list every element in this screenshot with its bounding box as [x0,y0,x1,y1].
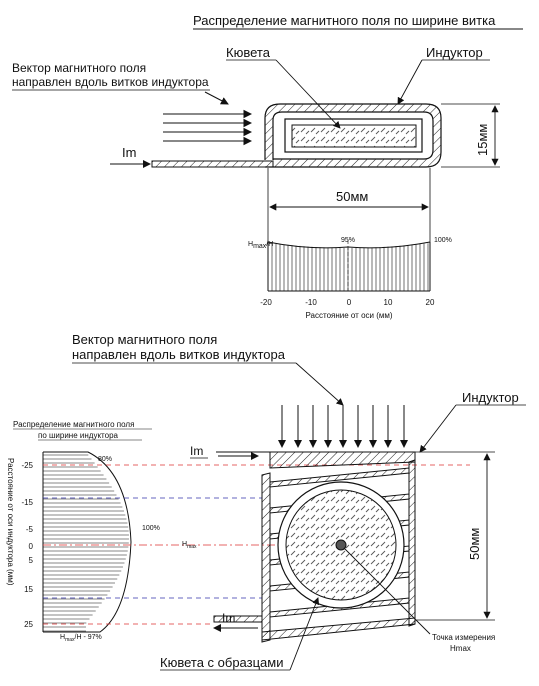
bottom-point-line1: Точка измерения [432,633,495,642]
top-edge-pct: 100% [434,237,452,244]
bottom-top-pct: 80% [98,456,112,463]
top-title: Распределение магнитного поля по ширине … [193,13,496,28]
top-inductor-pointer [397,59,423,105]
top-x-ticks: -20 -10 0 10 20 [260,298,435,307]
bottom-field-vector-line2: направлен вдоль витков индуктора [72,347,286,362]
bottom-ytick: -25 [21,461,33,470]
top-tick: -20 [260,298,272,307]
top-tick: 20 [426,298,435,307]
top-field-arrows [163,109,253,146]
bottom-point-pointer [343,547,431,635]
top-tick: 0 [347,298,352,307]
top-tick: 10 [384,298,393,307]
bottom-ytick: 5 [29,556,34,565]
bottom-height-dimension: 50мм [415,451,495,621]
top-field-vector-line2: направлен вдоль витков индуктора [12,75,209,89]
bottom-bottom-pct: Hmax/H - 97% [60,634,102,643]
bottom-cuvette-pointer [289,597,320,671]
top-cuvette [284,118,423,153]
bottom-height-label: 50мм [467,528,482,560]
bottom-ytick: 15 [24,585,33,594]
top-hmax-label: Hmax/H [248,241,273,250]
bottom-ytick: -15 [21,498,33,507]
top-cuvette-pointer [275,59,341,129]
bottom-ytick: 0 [29,542,34,551]
top-distribution-chart [267,240,431,292]
bottom-vector-pointer [295,362,344,406]
bottom-inductor-label: Индуктор [462,390,519,405]
top-inductor-loop [151,103,442,168]
bottom-y-ticks: -25 -15 -5 0 5 15 25 [21,461,33,629]
bottom-field-vector-line1: Вектор магнитного поля [72,332,217,347]
bottom-field-arrows [278,405,408,448]
bottom-dist-title-line1: Распределение магнитного поля [13,420,134,429]
bottom-current-bottom: Im [222,611,235,625]
top-height-label: 15мм [475,124,490,156]
top-field-vector-line1: Вектор магнитного поля [12,61,146,75]
top-vector-pointer [204,91,229,105]
top-cuvette-label: Кювета [226,45,271,60]
bottom-yaxis-label: Расстояние от оси индуктора (мм) [6,458,15,586]
bottom-point-line2: Hmax [450,644,471,653]
bottom-current-top: Im [190,444,203,458]
bottom-hmax-label: Hmax [182,541,197,550]
top-center-pct: 95% [341,237,355,244]
top-axis-label: Расстояние от оси (мм) [305,311,392,320]
bottom-guide-lines [43,464,470,625]
bottom-cuvette-label: Кювета с образцами [160,655,283,670]
coil-turn [269,467,410,488]
bottom-mid-pct: 100% [142,525,160,532]
bottom-inductor-pointer [419,404,457,453]
bottom-dist-title-line2: по ширине индуктора [38,431,119,440]
top-current-label: Im [122,145,136,160]
top-height-dimension: 15мм [441,103,500,168]
top-width-label: 50мм [336,189,368,204]
top-width-dimension: 50мм [267,168,431,250]
bottom-ytick: 25 [24,620,33,629]
top-tick: -10 [305,298,317,307]
bottom-ytick: -5 [26,525,34,534]
bottom-distribution-chart [42,451,132,633]
top-inductor-label: Индуктор [426,45,483,60]
